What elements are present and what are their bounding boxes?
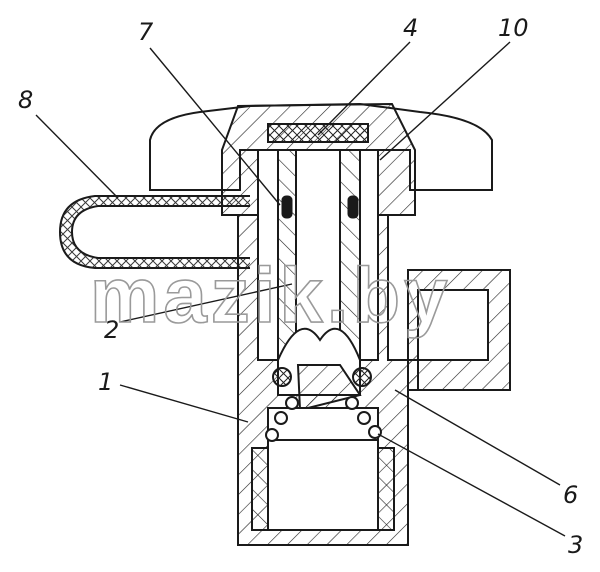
callout-2: 2	[104, 316, 119, 344]
callout-4: 4	[403, 14, 418, 42]
hose-loop	[58, 195, 250, 269]
callout-10: 10	[498, 14, 529, 42]
watermark: mazik.by	[90, 251, 451, 339]
seals	[265, 195, 382, 442]
leader-lines	[35, 41, 566, 537]
callout-labels: 7 4 10 8 2 1 6 3	[18, 14, 583, 559]
side-outlet	[407, 269, 511, 391]
callout-7: 7	[138, 18, 154, 46]
callout-3: 3	[568, 531, 583, 559]
valve-body	[237, 149, 419, 546]
callout-6: 6	[563, 481, 578, 509]
callout-8: 8	[18, 86, 33, 114]
callout-1: 1	[98, 368, 113, 396]
